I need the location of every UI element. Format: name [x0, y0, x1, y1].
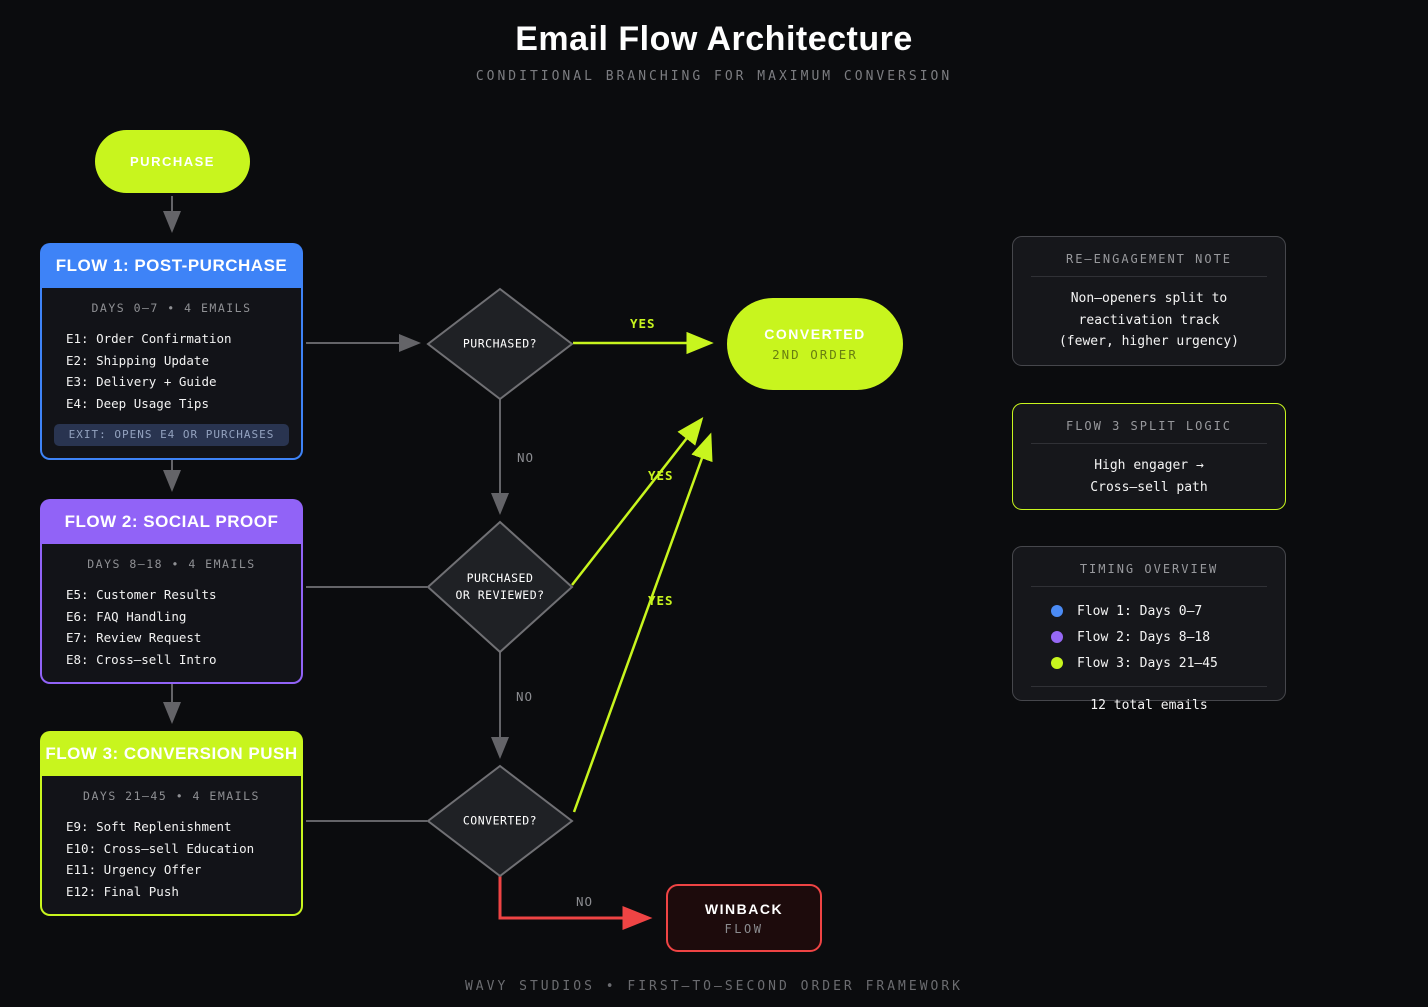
legend-label: Flow 3: Days 21–45 [1077, 655, 1218, 671]
card-timing-overview: TIMING OVERVIEW Flow 1: Days 0–7 Flow 2:… [1012, 546, 1286, 713]
decision-converted-label: CONVERTED? [462, 813, 538, 828]
email-item: E1: Order Confirmation [66, 331, 232, 346]
flow2-header: FLOW 2: SOCIAL PROOF [40, 499, 303, 544]
page-subtitle: CONDITIONAL BRANCHING FOR MAXIMUM CONVER… [475, 69, 953, 84]
email-item: E2: Shipping Update [66, 352, 209, 368]
card-line: reactivation track [1078, 312, 1220, 328]
edge-d3-yes-to-converted [572, 432, 713, 813]
flow2-card: FLOW 2: SOCIAL PROOF DAYS 8–18 • 4 EMAIL… [40, 499, 303, 684]
flow2-body: DAYS 8–18 • 4 EMAILS E5: Customer Result… [40, 544, 303, 684]
edge-label-yes-3: YES [648, 593, 674, 608]
card-title: RE–ENGAGEMENT NOTE [1065, 252, 1233, 266]
edge-label-yes-1: YES [630, 316, 656, 331]
email-item: E12: Final Push [66, 883, 179, 899]
flow1-meta: DAYS 0–7 • 4 EMAILS [91, 301, 252, 315]
page-title: Email Flow Architecture [515, 20, 913, 58]
flow2-meta: DAYS 8–18 • 4 EMAILS [87, 557, 256, 571]
decision-purchased-shape [426, 287, 574, 401]
decision-purchased-or-reviewed-label: PURCHASED OR REVIEWED? [455, 571, 545, 602]
edge-label-no-1: NO [517, 450, 535, 465]
card-flow3-split-logic: FLOW 3 SPLIT LOGIC High engager → Cross–… [1012, 403, 1286, 510]
card-title: TIMING OVERVIEW [1079, 562, 1219, 576]
email-item: E7: Review Request [66, 630, 202, 645]
email-item: E9: Soft Replenishment [66, 819, 232, 834]
node-converted: CONVERTED 2ND ORDER [727, 298, 903, 390]
card-line: (fewer, higher urgency) [1058, 334, 1239, 349]
edge-label-yes-2: YES [648, 468, 674, 483]
card-divider [1031, 586, 1267, 587]
flow2-email-list: E5: Customer Results E6: FAQ Handling E7… [54, 584, 289, 670]
purchase-label: PURCHASE [130, 154, 215, 169]
flow1-card: FLOW 1: POST-PURCHASE DAYS 0–7 • 4 EMAIL… [40, 243, 303, 460]
converted-sublabel: 2ND ORDER [772, 347, 858, 362]
node-winback: WINBACK FLOW [666, 884, 822, 952]
page-footer: WAVY STUDIOS • FIRST–TO–SECOND ORDER FRA… [464, 979, 964, 994]
flow1-dot-icon [1051, 605, 1063, 617]
card-divider [1031, 686, 1267, 687]
flow1-exit-note: EXIT: OPENS E4 OR PURCHASES [54, 424, 289, 446]
email-item: E10: Cross–sell Education [66, 840, 255, 856]
legend-row-flow2: Flow 2: Days 8–18 [1051, 624, 1271, 650]
edge-d3-no-to-winback [498, 876, 653, 930]
winback-label: WINBACK [704, 900, 784, 917]
decision-converted-shape [426, 764, 574, 878]
card-title: FLOW 3 SPLIT LOGIC [1065, 419, 1233, 433]
flow3-dot-icon [1051, 657, 1063, 669]
card-re-engagement-note: RE–ENGAGEMENT NOTE Non–openers split to … [1012, 236, 1286, 366]
timing-legend: Flow 1: Days 0–7 Flow 2: Days 8–18 Flow … [1051, 598, 1271, 676]
email-item: E8: Cross–sell Intro [66, 651, 217, 667]
card-divider [1031, 276, 1267, 277]
node-purchase: PURCHASE [95, 130, 250, 193]
decision-purchased-label: PURCHASED? [462, 336, 538, 351]
flow3-body: DAYS 21–45 • 4 EMAILS E9: Soft Replenish… [40, 776, 303, 916]
card-line: Non–openers split to [1070, 291, 1228, 306]
total-emails: 12 total emails [1090, 698, 1208, 713]
legend-row-flow1: Flow 1: Days 0–7 [1051, 598, 1271, 624]
card-line: High engager → [1094, 458, 1204, 473]
flow2-dot-icon [1051, 631, 1063, 643]
legend-row-flow3: Flow 3: Days 21–45 [1051, 650, 1271, 676]
email-item: E11: Urgency Offer [66, 862, 202, 877]
flow3-meta: DAYS 21–45 • 4 EMAILS [83, 789, 260, 803]
legend-label: Flow 1: Days 0–7 [1077, 603, 1203, 619]
email-item: E6: FAQ Handling [66, 608, 187, 624]
converted-label: CONVERTED [764, 326, 866, 342]
edge-label-no-2: NO [516, 689, 534, 704]
flow1-email-list: E1: Order Confirmation E2: Shipping Upda… [54, 328, 289, 414]
flow3-header: FLOW 3: CONVERSION PUSH [40, 731, 303, 776]
legend-label: Flow 2: Days 8–18 [1077, 629, 1211, 645]
flow3-card: FLOW 3: CONVERSION PUSH DAYS 21–45 • 4 E… [40, 731, 303, 916]
email-item: E5: Customer Results [66, 587, 217, 602]
card-divider [1031, 443, 1267, 444]
email-item: E3: Delivery + Guide [66, 374, 217, 389]
decision-purchased-or-reviewed-shape [426, 520, 574, 654]
winback-sublabel: FLOW [724, 921, 764, 936]
flow1-body: DAYS 0–7 • 4 EMAILS E1: Order Confirmati… [40, 288, 303, 460]
email-item: E4: Deep Usage Tips [66, 395, 209, 411]
flow3-email-list: E9: Soft Replenishment E10: Cross–sell E… [54, 816, 289, 902]
card-line: Cross–sell path [1090, 479, 1208, 495]
flow1-header: FLOW 1: POST-PURCHASE [40, 243, 303, 288]
edge-label-no-3: NO [576, 894, 594, 909]
edge-d2-yes-to-converted [571, 417, 704, 586]
